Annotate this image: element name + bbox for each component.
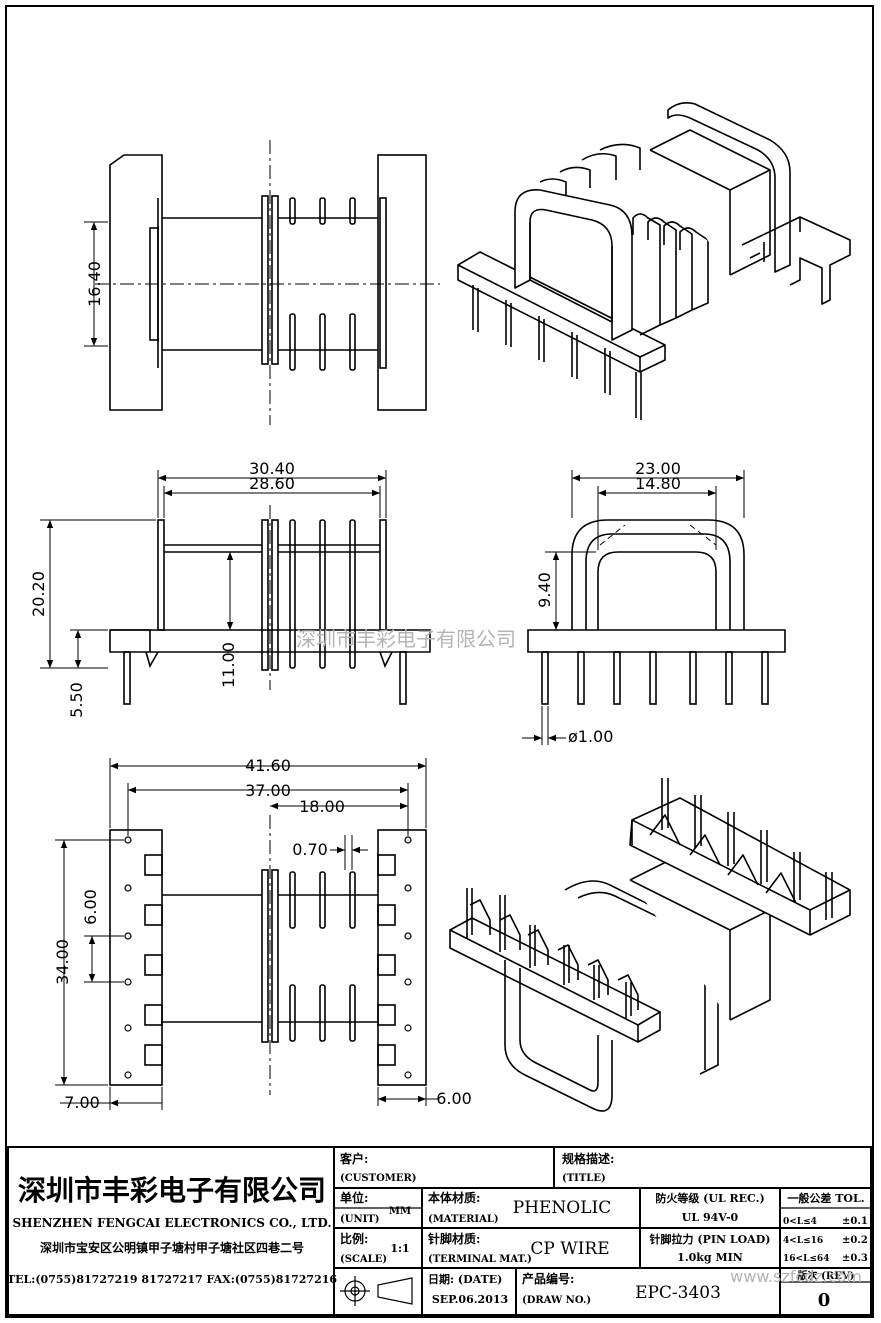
dim-20-20: 20.20 [29,571,48,617]
dim-7-00: 7.00 [64,1093,100,1112]
dim-5-50: 5.50 [67,682,86,718]
customer-label-cn: 客户: [339,1151,368,1166]
date-value: SEP.06.2013 [432,1293,508,1306]
pin-load-label: 针脚拉力 (PIN LOAD) [650,1232,771,1246]
tol-range-3: 16<L≤64 [783,1254,829,1264]
dim-41-60: 41.60 [245,756,291,775]
fire-rating-label: 防火等级 (UL REC.) [655,1191,764,1205]
dim-23-00: 23.00 [635,459,681,478]
tolerance-header: 一般公差 TOL. [787,1191,864,1205]
scale-value: 1:1 [390,1242,409,1255]
pin-holes [124,836,412,1079]
scale-label-en: (SCALE) [340,1254,387,1265]
dim-28-60: 28.60 [249,474,295,493]
view-iso-top [457,102,851,420]
tol-value-1: ±0.1 [842,1216,868,1227]
pin-load-value: 1.0kg MIN [677,1251,743,1264]
material-value: PHENOLIC [513,1198,612,1218]
draw-no-value: EPC-3403 [635,1283,721,1303]
rev-label: 版次 (REV) [798,1269,855,1282]
right-slots [377,854,396,1066]
tol-value-3: ±0.3 [842,1253,868,1264]
company-name-cn: 深圳市丰彩电子有限公司 [18,1174,326,1207]
view-mid-right [522,470,786,745]
dim-14-80: 14.80 [635,474,681,493]
left-slots [144,854,163,1066]
view-mid-left [40,470,431,705]
left-flange [109,154,163,411]
rev-value: 0 [818,1290,831,1311]
material-label-cn: 本体材质: [428,1190,480,1205]
dim-30-40: 30.40 [249,459,295,478]
date-label: 日期: (DATE) [428,1272,502,1286]
dim-6-00-left: 6.00 [81,889,100,925]
tol-range-1: 0<L≤4 [783,1217,817,1227]
view-top-left [84,140,440,425]
material-label-en: (MATERIAL) [428,1214,499,1225]
sheet-border [5,5,874,1318]
scale-label-cn: 比例: [340,1231,368,1246]
dim-16-40: 16.40 [85,261,104,307]
title-block [7,1146,872,1316]
spec-label-en: (TITLE) [562,1173,606,1184]
company-name-en: SHENZHEN FENGCAI ELECTRONICS CO., LTD. [12,1216,331,1230]
unit-label-cn: 单位: [340,1190,368,1205]
unit-label-en: (UNIT) [340,1214,379,1225]
dim-34-00: 34.00 [53,939,72,985]
dim-11-00: 11.00 [219,642,238,688]
view-iso-bottom [449,778,851,1112]
right-flange [377,154,427,411]
watermark-middle: 深圳市丰彩电子有限公司 [296,627,516,651]
unit-value: MM [389,1206,411,1217]
company-address: 深圳市宝安区公明镇甲子塘村甲子塘社区四巷二号 [40,1240,304,1255]
company-contact: TEL:(0755)81727219 81727217 FAX:(0755)81… [7,1273,337,1286]
terminal-value: CP WIRE [530,1239,609,1259]
projection-symbol [340,1276,413,1306]
fire-rating-value: UL 94V-0 [682,1211,739,1224]
customer-label-en: (CUSTOMER) [340,1173,417,1184]
dim-9-40: 9.40 [535,572,554,608]
watermark-site: www.szfcdz.com [730,1267,862,1286]
dim-0-70: 0.70 [292,840,328,859]
dim-6-00-right: 6.00 [436,1089,472,1108]
terminal-label-en: (TERMINAL MAT.) [428,1254,532,1265]
dim-37-00: 37.00 [245,781,291,800]
spec-label-cn: 规格描述: [562,1151,614,1166]
draw-no-label-en: (DRAW NO.) [522,1295,591,1306]
tol-range-2: 4<L≤16 [783,1236,823,1246]
tol-value-2: ±0.2 [842,1235,868,1246]
draw-no-label-cn: 产品编号: [522,1271,574,1286]
dim-18-00: 18.00 [299,797,345,816]
view-bottom-left [55,758,438,1110]
terminal-label-cn: 针脚材质: [428,1231,480,1246]
dim-pin-diameter: ø1.00 [568,727,613,746]
